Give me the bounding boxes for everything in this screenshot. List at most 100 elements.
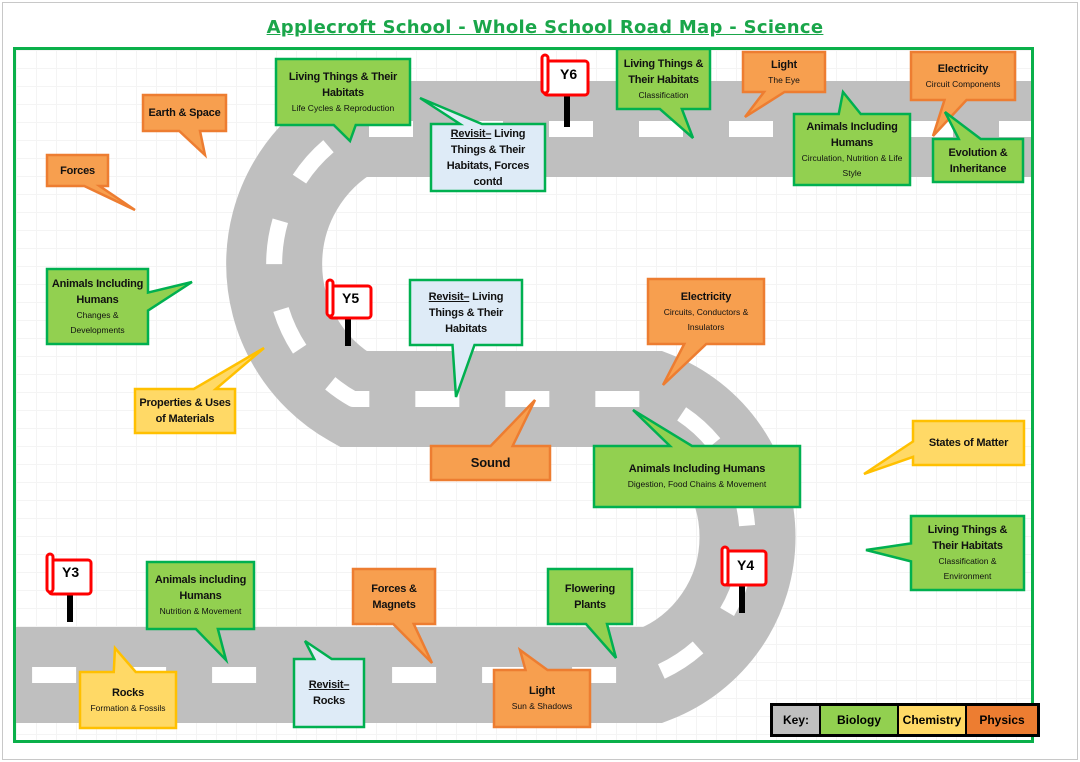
callout-shape xyxy=(492,646,592,729)
year-flag-y4: Y4 xyxy=(720,545,780,622)
topic-title: Flowering Plants xyxy=(564,582,616,611)
topic-subtitle: Classification & Environment xyxy=(938,556,997,581)
year-flag-y5: Y5 xyxy=(325,278,385,355)
callout-bubble xyxy=(646,277,766,386)
road xyxy=(16,81,1031,723)
topic-subtitle: Life Cycles & Reproduction xyxy=(291,102,395,113)
callout-text: Earth & Space xyxy=(147,95,222,131)
callout-bubble xyxy=(492,646,592,729)
topic-title: States of Matter xyxy=(928,437,1009,449)
topic-title: Animals Including Humans xyxy=(51,277,144,306)
topic-name: Rocks xyxy=(312,695,346,707)
callout-shape xyxy=(429,399,552,482)
topic-callout-forces-magnets: Forces & Magnets xyxy=(349,565,439,667)
revisit-prefix: Revisit– xyxy=(308,679,350,691)
callout-bubble xyxy=(931,111,1025,184)
callout-shape xyxy=(419,96,547,193)
callout-text: Revisit– Living Things & Their Habitats xyxy=(414,280,518,345)
callout-bubble xyxy=(546,567,634,659)
callout-shape xyxy=(133,346,265,435)
callout-shape xyxy=(45,267,193,346)
callout-text: Evolution & Inheritance xyxy=(937,139,1019,182)
callout-bubble xyxy=(292,639,366,729)
callout-bubble xyxy=(45,267,193,346)
revisit-prefix: Revisit– xyxy=(450,127,492,140)
callout-shape xyxy=(141,93,228,159)
year-label: Y4 xyxy=(737,557,755,573)
topic-title: Living Things & Their Habitats xyxy=(288,70,398,99)
topic-callout-forces: Forces xyxy=(43,151,139,214)
year-label: Y6 xyxy=(560,66,578,82)
year-flag-y6: Y6 xyxy=(540,53,600,136)
subject-key: Key: Biology Chemistry Physics xyxy=(770,703,1040,737)
callout-text: Flowering Plants xyxy=(552,569,628,624)
topic-title: Rocks xyxy=(111,686,145,699)
topic-callout-earth-space: Earth & Space xyxy=(139,91,230,159)
topic-title: Revisit– Rocks xyxy=(298,677,360,709)
callout-shape xyxy=(292,639,366,729)
callout-shape xyxy=(45,153,136,212)
callout-text: Forces xyxy=(51,155,104,186)
topic-subtitle: Changes & Developments xyxy=(70,309,125,335)
callout-shape xyxy=(863,419,1026,476)
callout-text: Revisit– Living Things & Their Habitats,… xyxy=(435,124,541,191)
topic-callout-evolution: Evolution & Inheritance xyxy=(929,108,1027,186)
year-label: Y5 xyxy=(342,290,360,306)
topic-subtitle: Circulation, Nutrition & Life Style xyxy=(801,152,903,178)
callout-shape xyxy=(592,408,802,509)
callout-shape xyxy=(408,278,524,398)
callout-bubble xyxy=(419,96,547,193)
topic-subtitle: Digestion, Food Chains & Movement xyxy=(627,479,767,489)
key-biology: Biology xyxy=(821,706,899,734)
page-title: Applecroft School - Whole School Road Ma… xyxy=(266,17,824,38)
callout-shape xyxy=(741,50,827,119)
topic-title: Electricity xyxy=(937,62,989,75)
callout-bubble xyxy=(408,278,524,398)
topic-subtitle: Circuit Components xyxy=(925,78,1001,89)
topic-callout-revisit-lt: Revisit– Living Things & Their Habitats xyxy=(406,276,526,401)
topic-callout-states-matter: States of Matter xyxy=(860,417,1028,478)
callout-bubble xyxy=(133,346,265,435)
topic-title: Animals including Humans xyxy=(154,574,247,602)
callout-bubble xyxy=(865,514,1026,592)
callout-shape xyxy=(646,277,766,386)
key-physics: Physics xyxy=(967,706,1037,734)
callout-shape xyxy=(792,89,912,187)
topic-subtitle: Sun & Shadows xyxy=(511,701,573,711)
topic-title: Animals Including Humans xyxy=(806,120,898,149)
year-flag-y3: Y3 xyxy=(45,552,105,629)
topic-name: Living Things & Their Habitats, Forces c… xyxy=(446,127,530,188)
callout-shape xyxy=(78,644,178,730)
topic-subtitle: Nutrition & Movement xyxy=(159,606,242,616)
year-label: Y3 xyxy=(62,564,80,580)
road-center-dashes xyxy=(16,121,1031,683)
topic-subtitle: Circuits, Conductors & Insulators xyxy=(663,306,749,332)
callout-bubble xyxy=(145,560,256,665)
callout-text: Forces & Magnets xyxy=(357,569,431,624)
revisit-prefix: Revisit– xyxy=(428,290,470,303)
callout-bubble xyxy=(45,153,136,212)
callout-bubble xyxy=(615,47,712,139)
callout-shape xyxy=(274,57,412,144)
callout-bubble xyxy=(863,419,1026,476)
topic-title: Earth & Space xyxy=(148,107,221,119)
callout-bubble xyxy=(741,50,827,119)
topic-title: Revisit– Living Things & Their Habitats xyxy=(414,289,518,337)
callout-bubble xyxy=(592,408,802,509)
